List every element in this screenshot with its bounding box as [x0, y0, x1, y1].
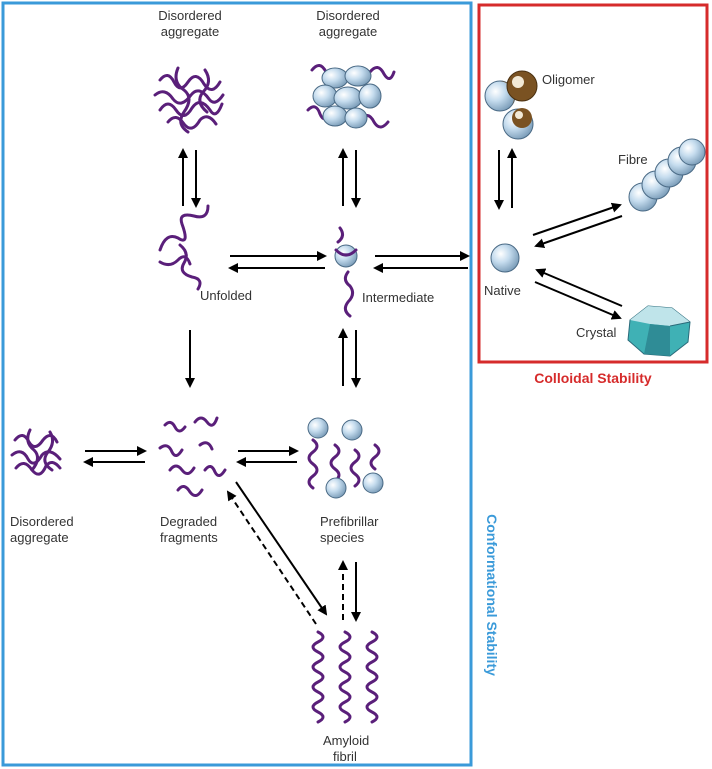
conformational-stability-box [1, 1, 473, 767]
label-disordered-aggregate-left-line1: Disordered [10, 514, 74, 529]
label-prefibrillar-species-line2: species [320, 530, 365, 545]
label-intermediate: Intermediate [362, 290, 434, 305]
arrows-native-fibre [532, 202, 623, 249]
colloidal-stability-box [477, 3, 709, 364]
label-degraded-fragments-line1: Degraded [160, 514, 217, 529]
amyloid-fibril-graphic [311, 630, 379, 724]
label-unfolded: Unfolded [200, 288, 252, 303]
arrows-native-crystal [534, 268, 623, 320]
unfolded-protein-graphic [158, 204, 210, 291]
arrows-prefibrillar-amyloid [338, 560, 361, 622]
label-disordered-aggregate-top-left-line2: aggregate [161, 24, 220, 39]
arrows-disordered-intermediate [338, 148, 361, 208]
arrows-disordered-unfolded [178, 148, 201, 208]
arrows-native-oligomer [494, 148, 517, 210]
label-crystal: Crystal [576, 325, 617, 340]
label-prefibrillar-species-line1: Prefibrillar [320, 514, 379, 529]
native-protein-graphic [490, 243, 520, 273]
arrows-unfolded-intermediate [228, 251, 327, 273]
disordered-aggregate-left-graphic [10, 428, 62, 476]
label-disordered-aggregate-top-mid-line1: Disordered [316, 8, 380, 23]
label-disordered-aggregate-left-line2: aggregate [10, 530, 69, 545]
conformational-stability-title: Conformational Stability [484, 514, 500, 676]
arrows-intermediate-prefibrillar [338, 328, 361, 388]
label-native: Native [484, 283, 521, 298]
arrows-degraded-amyloid [226, 481, 328, 625]
label-oligomer: Oligomer [542, 72, 595, 87]
label-amyloid-fibril-line1: Amyloid [323, 733, 369, 748]
label-amyloid-fibril-line2: fibril [333, 749, 357, 764]
arrows-aggregate-degraded [83, 446, 147, 467]
arrows-intermediate-native [373, 251, 470, 273]
label-degraded-fragments-line2: fragments [160, 530, 218, 545]
disordered-aggregate-top-left-graphic [153, 66, 225, 134]
label-disordered-aggregate-top-left-line1: Disordered [158, 8, 222, 23]
arrows-degraded-prefibrillar [236, 446, 299, 467]
crystal-graphic [627, 305, 691, 357]
colloidal-stability-title: Colloidal Stability [534, 370, 652, 386]
intermediate-protein-graphic [334, 226, 358, 318]
label-disordered-aggregate-top-mid-line2: aggregate [319, 24, 378, 39]
disordered-aggregate-spheres-graphic [306, 64, 396, 129]
degraded-fragments-graphic [158, 416, 227, 497]
oligomer-graphic [484, 70, 538, 140]
label-fibre: Fibre [618, 152, 648, 167]
fibre-graphic [628, 138, 706, 212]
prefibrillar-species-graphic [307, 417, 384, 499]
